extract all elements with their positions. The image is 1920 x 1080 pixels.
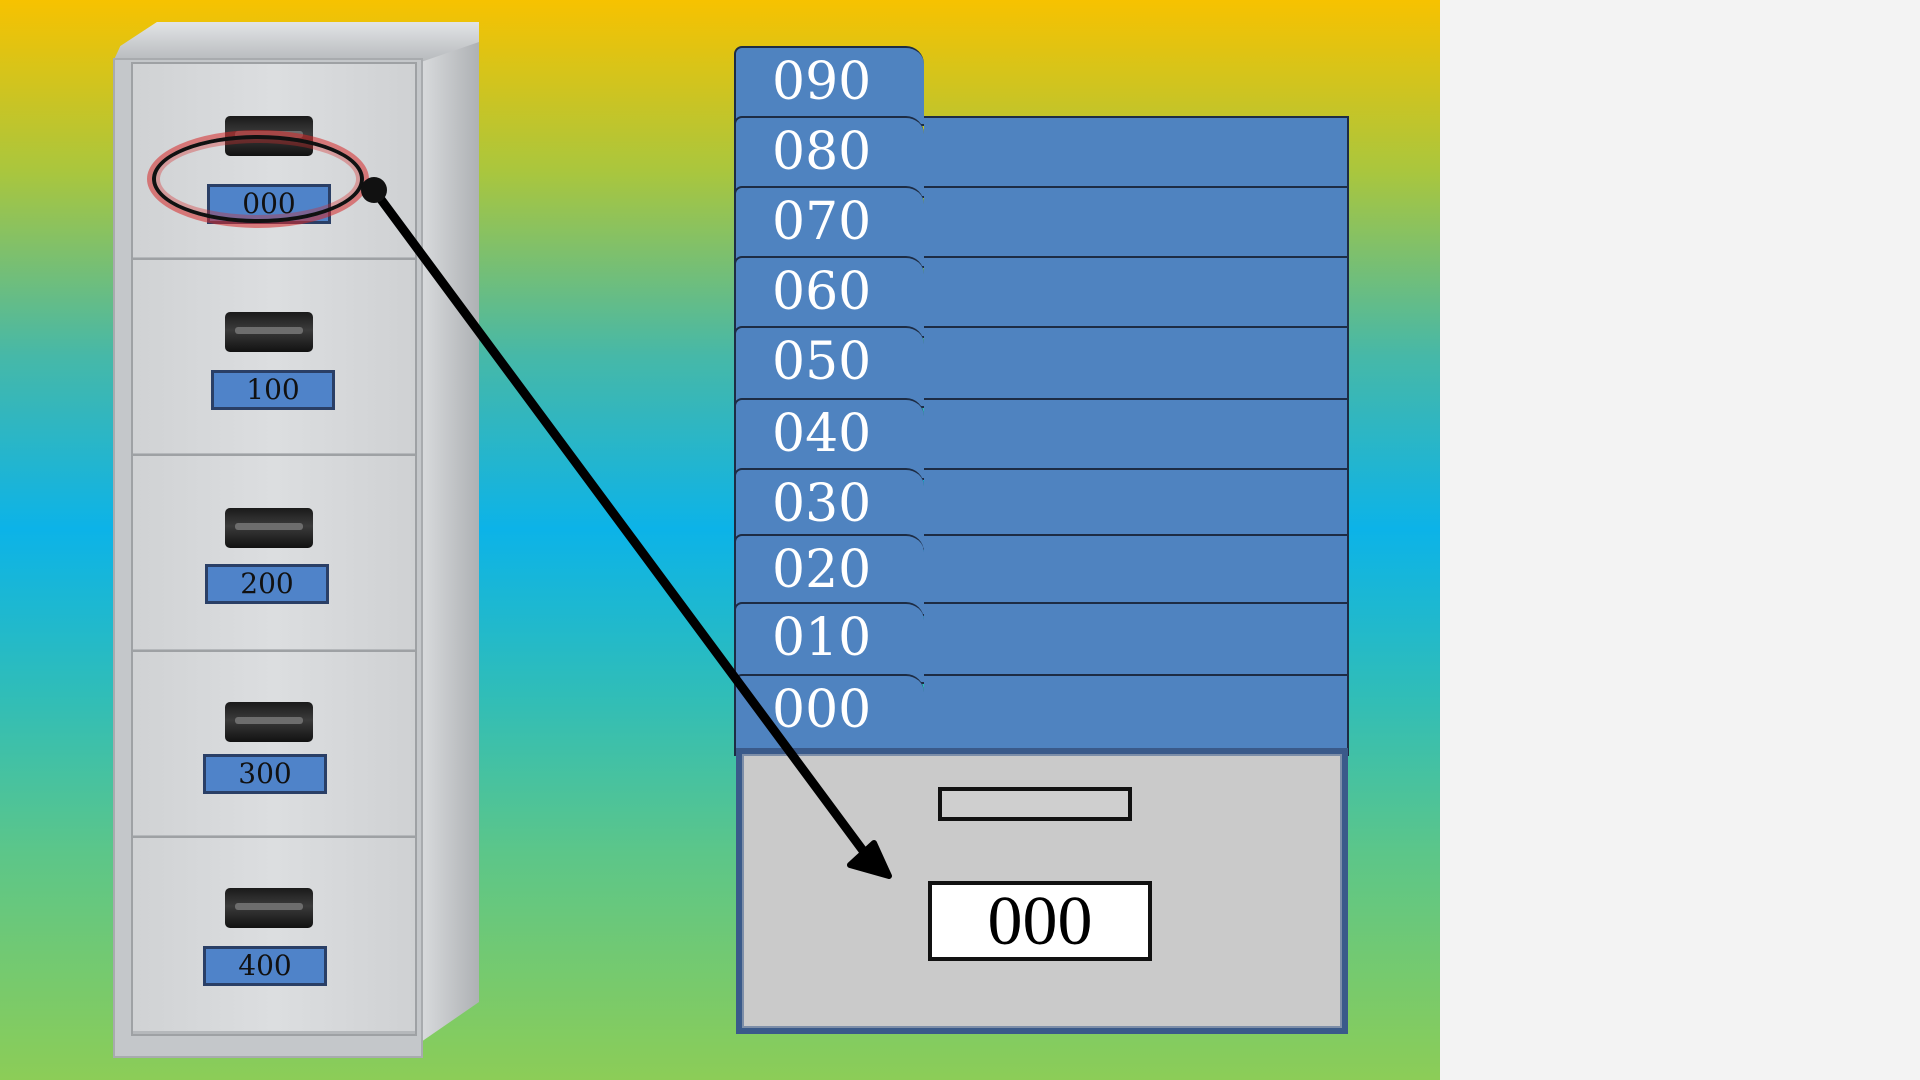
arrow-head-icon (847, 840, 892, 879)
guide-tab: 080 (734, 116, 924, 198)
drawer-label: 100 (211, 370, 335, 410)
guide-tab: 060 (734, 256, 924, 338)
guide-card-070[interactable]: 070 (734, 186, 1349, 268)
drawer-handle-icon (225, 702, 313, 742)
cabinet-side (421, 42, 479, 1042)
drawer-label: 400 (203, 946, 327, 986)
drawer-400[interactable]: 400 (131, 836, 417, 1036)
guide-card-040[interactable]: 040 (734, 398, 1349, 480)
guide-panel (924, 256, 1349, 338)
open-drawer-label: 000 (928, 881, 1152, 961)
arrow-line (369, 185, 869, 857)
highlight-ring (152, 135, 364, 223)
guide-card-080[interactable]: 080 (734, 116, 1349, 198)
drawer-handle-icon (225, 888, 313, 928)
drawer-label: 200 (205, 564, 329, 604)
cabinet-top (113, 22, 479, 62)
guide-card-000[interactable]: 000 (734, 674, 1349, 756)
open-drawer-front: 000 (736, 748, 1348, 1034)
drawer-300[interactable]: 300 (131, 650, 417, 840)
drawer-handle-icon (938, 787, 1132, 821)
guide-card-060[interactable]: 060 (734, 256, 1349, 338)
guide-tab: 070 (734, 186, 924, 268)
drawer-100[interactable]: 100 (131, 258, 417, 458)
connector-arrow (361, 177, 892, 879)
guide-tab: 040 (734, 398, 924, 480)
guide-tab: 050 (734, 326, 924, 408)
drawer-handle-icon (225, 508, 313, 548)
drawer-200[interactable]: 200 (131, 454, 417, 654)
drawer-label: 300 (203, 754, 327, 794)
guide-tab: 000 (734, 674, 924, 756)
slide: 000 100 200 300 400 090 080 070 060 (0, 0, 1440, 1080)
guide-tab: 010 (734, 602, 924, 684)
arrow-start-dot (361, 177, 387, 203)
guide-panel (924, 186, 1349, 268)
guide-card-010[interactable]: 010 (734, 602, 1349, 684)
drawer-handle-icon (225, 312, 313, 352)
